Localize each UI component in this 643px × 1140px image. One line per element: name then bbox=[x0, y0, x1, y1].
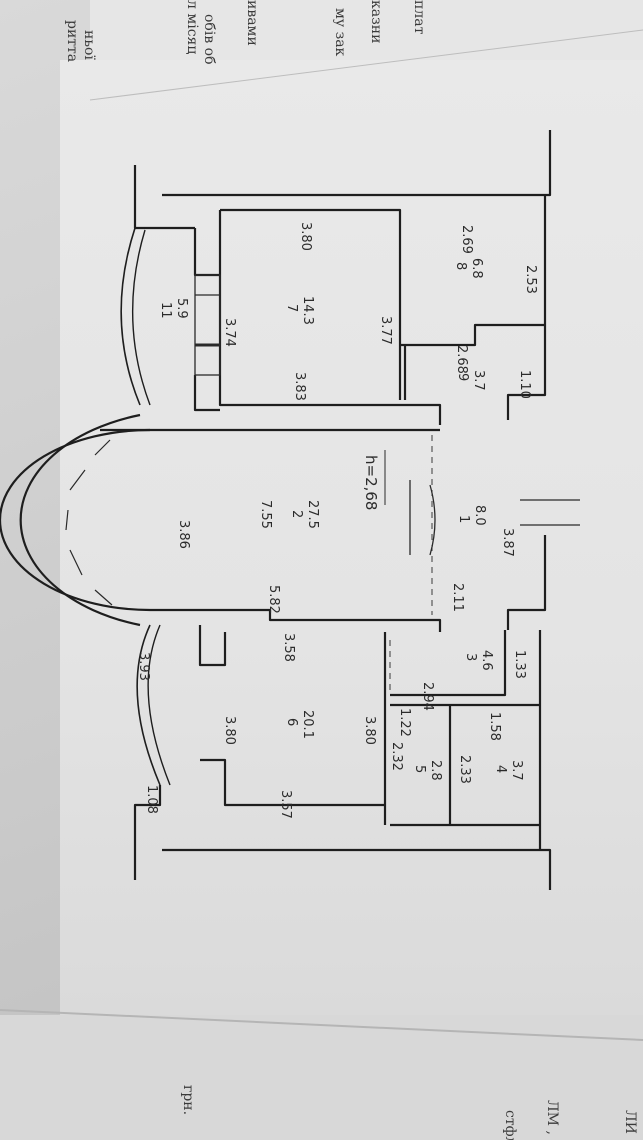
margin-text-bottom: грн. ЛМ , стфлю ЛИ bbox=[180, 1085, 638, 1140]
room-4-number: 4 bbox=[493, 765, 508, 773]
balcony-arc-left bbox=[136, 624, 161, 786]
room-1-area: 8.0 bbox=[472, 505, 487, 526]
margin-fragment: ЛИ bbox=[622, 1110, 638, 1134]
dim-balcony-bottom: 1.08 bbox=[144, 785, 159, 814]
bottom-left-wall bbox=[133, 785, 162, 880]
room-5-number: 5 bbox=[412, 765, 427, 773]
room-8-number: 8 bbox=[453, 262, 468, 270]
balcony-door-frame bbox=[194, 274, 221, 376]
dim-room-9-top: 2.68 bbox=[454, 345, 469, 374]
margin-fragment: ЛМ , bbox=[544, 1100, 560, 1135]
balcony-11-wall-a bbox=[193, 228, 220, 277]
dim-room-7-top: 3.80 bbox=[298, 222, 313, 251]
room-9-number: 9 bbox=[455, 373, 470, 381]
margin-fragment: грн. bbox=[180, 1085, 196, 1115]
room-9-area: 3.7 bbox=[471, 370, 486, 391]
room-7-area: 14.3 bbox=[300, 296, 315, 325]
dim-room-6-left: 3.80 bbox=[222, 716, 237, 745]
bottom-outer-wall bbox=[162, 848, 552, 890]
margin-fragment: обів об bbox=[201, 14, 217, 65]
paper-top-sheet bbox=[90, 0, 643, 60]
dim-hall-bottom: 5.82 bbox=[266, 585, 281, 614]
room-2-area: 27.5 bbox=[305, 500, 320, 529]
hall-apse-inner bbox=[0, 428, 151, 612]
room-6-number: 6 bbox=[284, 718, 299, 726]
dimension-labels: 3.80 2.69 3.74 3.77 3.83 2.53 1.10 2.68 … bbox=[136, 222, 538, 819]
dim-room-4-top: 1.58 bbox=[487, 712, 502, 741]
margin-fragment: казни bbox=[368, 0, 384, 43]
dim-room-8-top: 2.69 bbox=[459, 225, 474, 254]
room-7-bottom-wall bbox=[218, 210, 442, 425]
balcony-11-wall-b bbox=[193, 375, 220, 412]
margin-fragment: му зак bbox=[332, 8, 348, 57]
room-4-area: 3.7 bbox=[509, 760, 524, 781]
room-2-number: 2 bbox=[289, 510, 304, 518]
dim-room-1-bottom: 2.11 bbox=[450, 583, 465, 612]
dim-room-6-right: 3.80 bbox=[362, 716, 377, 745]
room-3-bottom-wall bbox=[390, 630, 507, 697]
room-8-area: 6.8 bbox=[469, 258, 484, 279]
room-6-bottom-wall bbox=[200, 758, 385, 807]
right-wall-upper bbox=[506, 195, 547, 420]
right-wall-door bbox=[506, 535, 547, 630]
room-9-8-partition bbox=[400, 323, 545, 347]
dim-room-3-bottom: 2.94 bbox=[420, 682, 435, 711]
dim-room-3-right: 1.33 bbox=[512, 650, 527, 679]
room-3-area: 4.6 bbox=[479, 650, 494, 671]
dim-room-5-top: 1.22 bbox=[397, 708, 412, 737]
room-11-area: 5.9 bbox=[174, 298, 189, 319]
dim-room-5-left: 2.32 bbox=[389, 742, 404, 771]
room-5-area: 2.8 bbox=[428, 760, 443, 781]
hall-fixture bbox=[409, 480, 436, 556]
dim-room-7-left: 3.74 bbox=[222, 318, 237, 347]
margin-fragment: ньої bbox=[81, 30, 97, 60]
room-7-wall bbox=[220, 208, 402, 400]
balcony-11-arc bbox=[120, 227, 141, 406]
room-labels: 1 8.0 2 27.5 3 4.6 4 3.7 5 2.8 6 20.1 7 … bbox=[158, 258, 524, 781]
room-6-area: 20.1 bbox=[300, 710, 315, 739]
hall-bottom-wall bbox=[150, 608, 442, 632]
margin-fragment: стфлю bbox=[502, 1110, 518, 1140]
room-6-inner-wall bbox=[198, 625, 227, 667]
apse-window-segments bbox=[65, 439, 113, 606]
margin-fragment: ритта bbox=[64, 20, 80, 62]
room-11-number: 11 bbox=[158, 302, 173, 319]
dim-room-6-bottom: 3.57 bbox=[278, 790, 293, 819]
dim-hall-length: 7.55 bbox=[258, 500, 273, 529]
margin-fragment: л місяц bbox=[184, 0, 200, 54]
room-7-number: 7 bbox=[284, 304, 299, 312]
margin-fragment: ивами bbox=[244, 0, 260, 46]
dim-room-8-right: 2.53 bbox=[523, 265, 538, 294]
room-3-number: 3 bbox=[463, 653, 478, 661]
dim-room-7-bottom: 3.83 bbox=[292, 372, 307, 401]
dim-hall-apse: 3.86 bbox=[176, 520, 191, 549]
room-1-number: 1 bbox=[456, 515, 471, 523]
dim-balcony-left: 3.93 bbox=[136, 652, 151, 681]
dim-room-9-right: 1.10 bbox=[517, 370, 532, 399]
top-left-wall bbox=[133, 165, 195, 230]
margin-text-top: плат казни му зак ивами обів об л місяц … bbox=[64, 0, 427, 65]
ceiling-height-label: h=2,68 bbox=[362, 455, 380, 510]
dim-room-4-left: 2.33 bbox=[457, 755, 472, 784]
margin-fragment: плат bbox=[411, 0, 427, 35]
top-outer-wall bbox=[162, 130, 552, 197]
hall-apse-outer bbox=[19, 413, 141, 627]
dim-room-7-right: 3.77 bbox=[378, 316, 393, 345]
dim-room-6-top: 3.58 bbox=[281, 633, 296, 662]
dim-room-1-right: 3.87 bbox=[500, 528, 515, 557]
